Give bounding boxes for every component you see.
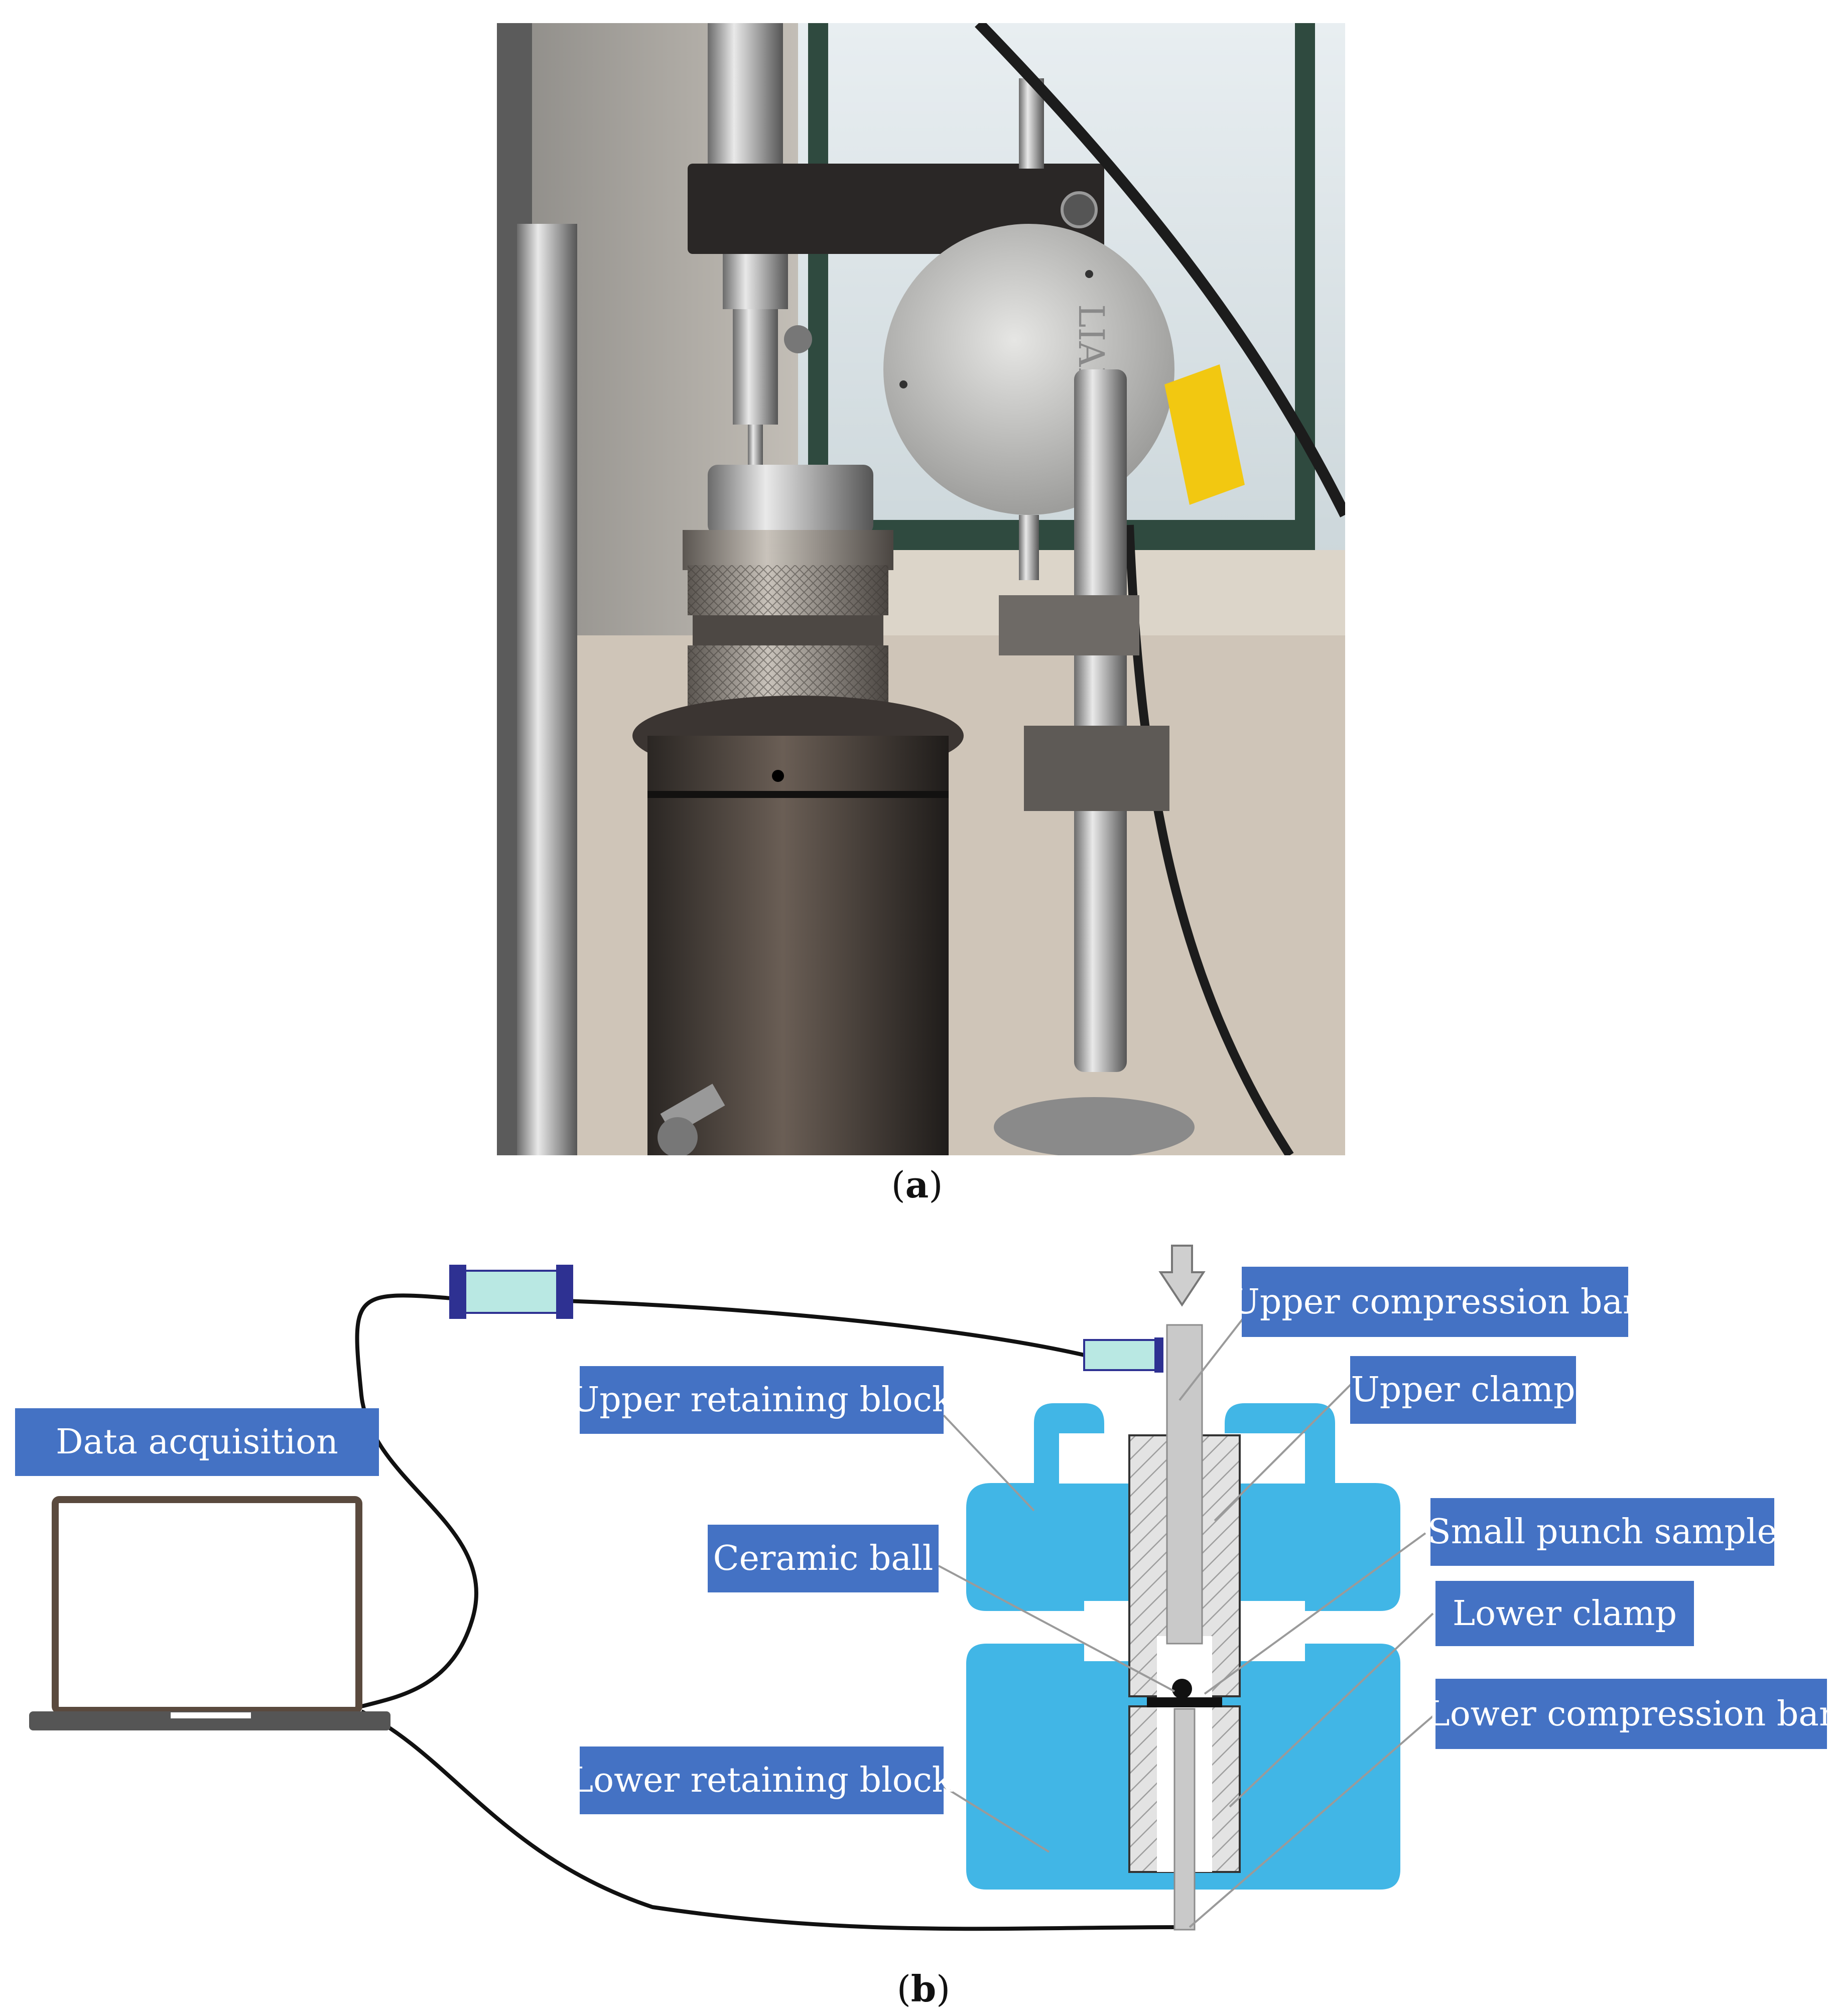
small-punch-sample-shape — [1147, 1697, 1222, 1707]
dial-gauge — [883, 224, 1174, 515]
post-base — [994, 1097, 1195, 1155]
laptop-icon — [29, 1496, 390, 1730]
loading-cylinder — [647, 776, 949, 1155]
label-ceramic-ball: Ceramic ball — [708, 1525, 939, 1592]
acquisition-cable-lower — [360, 1709, 1180, 1931]
gauge-stem — [1019, 515, 1039, 580]
cable-upper — [975, 23, 1345, 517]
displacement-sensor — [1083, 1337, 1163, 1373]
caption-b: (b) — [896, 1967, 951, 2010]
acquisition-cable-upper — [355, 1293, 478, 1708]
load-sensor — [449, 1265, 573, 1319]
yellow-tag — [1164, 364, 1245, 505]
label-small-punch-sample: Small punch sample — [1427, 1498, 1777, 1566]
label-lower-clamp: Lower clamp — [1435, 1581, 1694, 1646]
gauge-bracket — [999, 595, 1139, 655]
upper-punch-holder — [733, 309, 778, 425]
label-lower-retaining-block: Lower retaining block — [571, 1746, 953, 1814]
test-rig-photo: LIAN — [497, 23, 1345, 1155]
label-upper-retaining-block: Upper retaining block — [571, 1366, 953, 1434]
load-arrow-icon — [1158, 1245, 1206, 1307]
lower-compression-bar-shape — [1173, 1708, 1196, 1931]
hex-nut — [708, 465, 873, 535]
bolt-head — [658, 1117, 698, 1155]
small-punch-test-schematic — [29, 1245, 1436, 1931]
ring-gap — [693, 615, 883, 645]
frame-column — [517, 224, 577, 1155]
label-data-acquisition: Data acquisition — [15, 1408, 379, 1476]
ceramic-ball-shape — [1172, 1679, 1192, 1699]
post-clamp — [1024, 726, 1169, 811]
upper-compression-bar-shape — [1166, 1324, 1203, 1645]
set-screw — [784, 325, 812, 353]
leader-lines — [938, 1309, 1436, 1928]
label-upper-compression-bar: Upper compression bar — [1231, 1267, 1639, 1337]
indicator-post — [1074, 369, 1127, 1072]
label-lower-compression-bar: Lower compression bar — [1427, 1679, 1834, 1749]
upper-nut — [723, 254, 788, 309]
label-upper-clamp: Upper clamp — [1350, 1356, 1576, 1424]
caption-a: (a) — [891, 1163, 943, 1206]
holder-ring — [683, 530, 893, 570]
crossbar-screw — [1061, 191, 1098, 228]
upper-rod — [708, 23, 783, 174]
